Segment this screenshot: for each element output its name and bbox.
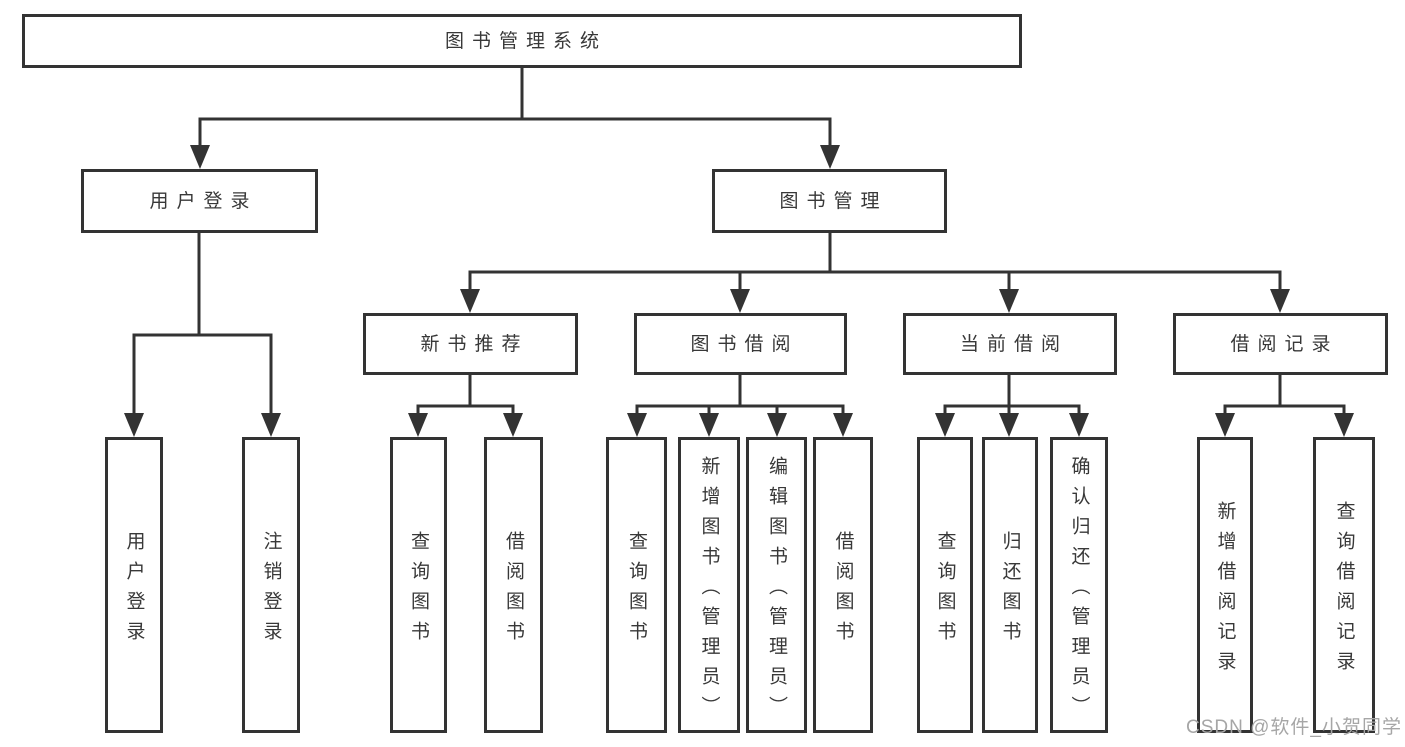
leaf-current-query: 查询图书: [917, 437, 973, 733]
node-borrow-record-label: 借阅记录: [1230, 333, 1339, 355]
leaf-current-return: 归还图书: [982, 437, 1038, 733]
leaf-newbook-borrow-label: 借阅图书: [503, 530, 524, 651]
leaf-logout: 注销登录: [242, 437, 300, 733]
connector-user-login-children: [124, 233, 281, 437]
leaf-record-query: 查询借阅记录: [1313, 437, 1375, 733]
node-book-management-label: 图书管理: [779, 190, 888, 212]
node-book-borrow: 图书借阅: [634, 313, 847, 375]
leaf-borrow-borrow-label: 借阅图书: [832, 530, 854, 651]
leaf-current-return-label: 归还图书: [999, 530, 1021, 651]
node-new-book-recommend: 新书推荐: [363, 313, 578, 375]
leaf-user-login-label: 用户登录: [123, 530, 145, 651]
leaf-logout-label: 注销登录: [260, 530, 282, 651]
leaf-borrow-edit-admin: 编辑图书（管理员）: [746, 437, 807, 733]
leaf-borrow-add-admin-label: 新增图书（管理员）: [698, 455, 720, 726]
node-current-borrow: 当前借阅: [903, 313, 1117, 375]
connector-borrow-record-children: [1215, 375, 1354, 437]
node-borrow-record: 借阅记录: [1173, 313, 1388, 375]
leaf-borrow-add-admin: 新增图书（管理员）: [678, 437, 740, 733]
node-user-login-label: 用户登录: [149, 190, 258, 212]
leaf-record-add: 新增借阅记录: [1197, 437, 1253, 733]
leaf-newbook-query-label: 查询图书: [408, 530, 429, 651]
node-user-login: 用户登录: [81, 169, 318, 233]
connector-new-book-children: [408, 375, 523, 437]
leaf-record-add-label: 新增借阅记录: [1214, 500, 1236, 681]
connector-root-to-level2: [190, 68, 840, 169]
connector-book-borrow-children: [627, 375, 853, 437]
leaf-borrow-query-label: 查询图书: [626, 530, 647, 651]
leaf-newbook-borrow: 借阅图书: [484, 437, 543, 733]
leaf-borrow-edit-admin-label: 编辑图书（管理员）: [766, 455, 787, 726]
leaf-borrow-borrow: 借阅图书: [813, 437, 873, 733]
connector-book-management-to-level3: [460, 233, 1290, 313]
node-root-label: 图书管理系统: [444, 30, 607, 52]
leaf-current-confirm-admin-label: 确认归还（管理员）: [1068, 455, 1090, 726]
node-current-borrow-label: 当前借阅: [959, 333, 1068, 355]
node-new-book-recommend-label: 新书推荐: [420, 333, 529, 355]
node-book-borrow-label: 图书借阅: [690, 333, 799, 355]
node-root: 图书管理系统: [22, 14, 1022, 68]
csdn-watermark: CSDN @软件_小贺同学: [1186, 717, 1402, 738]
leaf-newbook-query: 查询图书: [390, 437, 447, 733]
node-book-management: 图书管理: [712, 169, 947, 233]
leaf-current-confirm-admin: 确认归还（管理员）: [1050, 437, 1108, 733]
connector-current-borrow-children: [935, 375, 1089, 437]
leaf-current-query-label: 查询图书: [934, 530, 956, 651]
leaf-borrow-query: 查询图书: [606, 437, 667, 733]
leaf-record-query-label: 查询借阅记录: [1333, 500, 1355, 681]
leaf-user-login: 用户登录: [105, 437, 163, 733]
